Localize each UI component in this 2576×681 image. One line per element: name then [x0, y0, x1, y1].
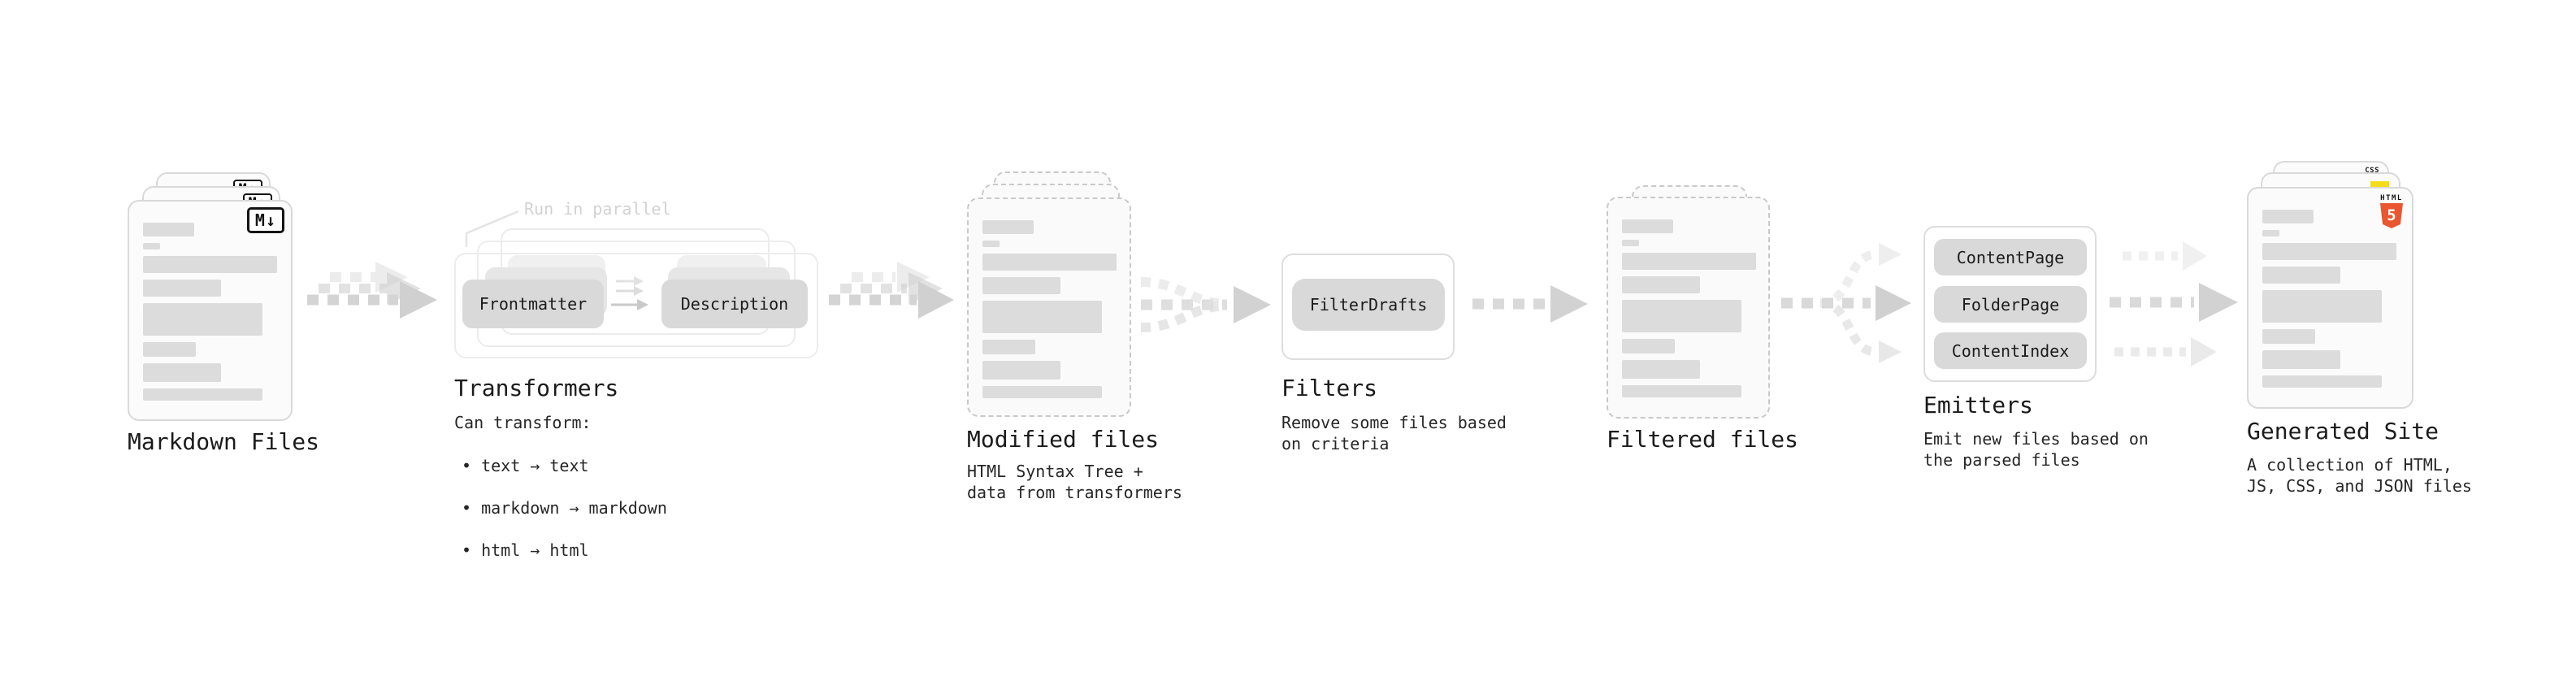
- content-line-bar: [982, 301, 1102, 333]
- content-line-bar: [1622, 385, 1741, 397]
- content-line-bar: [143, 256, 277, 273]
- generated-site-label: Generated Site: [2247, 418, 2439, 445]
- content-line-bar: [1622, 339, 1675, 354]
- file-card-front: [967, 197, 1131, 417]
- filters-panel: FilterDrafts: [1281, 254, 1455, 360]
- content-line-bar: [143, 342, 196, 357]
- emitters-panel: ContentPage FolderPage ContentIndex: [1923, 226, 2097, 382]
- arrow-markdown-to-transformers: [307, 262, 437, 319]
- content-line-bar: [143, 388, 262, 401]
- filters-subtext: Remove some files based on criteria: [1281, 413, 1507, 453]
- content-line-bar: [143, 223, 194, 236]
- transformers-subtitle: Can transform:: [454, 413, 592, 432]
- content-line-bar: [2262, 267, 2340, 284]
- document-content-bars: [143, 223, 277, 407]
- content-line-bar: [1622, 276, 1700, 293]
- modified-files-subtext: HTML Syntax Tree + data from transformer…: [967, 462, 1182, 502]
- content-line-bar: [2262, 290, 2382, 323]
- file-card-front: HTML 5: [2247, 187, 2413, 409]
- arrow-modified-to-filters-merge: [1140, 277, 1271, 332]
- file-card-front: M↓: [128, 200, 293, 421]
- arrow-filters-to-filtered: [1472, 285, 1588, 323]
- content-line-bar: [982, 361, 1060, 380]
- html5-icon: HTML 5: [2379, 194, 2405, 228]
- document-content-bars: [2262, 210, 2396, 394]
- transformers-label: Transformers: [454, 375, 619, 401]
- contentindex-pill: ContentIndex: [1934, 332, 2087, 369]
- content-line-bar: [2262, 210, 2314, 223]
- bullet-item: • text → text: [462, 456, 589, 475]
- run-in-parallel-note: Run in parallel: [524, 199, 671, 219]
- content-line-bar: [2262, 375, 2382, 388]
- content-line-bar: [143, 363, 221, 382]
- content-line-bar: [1622, 240, 1639, 246]
- content-line-bar: [1622, 300, 1741, 332]
- folderpage-pill: FolderPage: [1934, 286, 2087, 323]
- content-line-bar: [143, 280, 221, 297]
- html-word: HTML: [2380, 194, 2403, 202]
- content-line-bar: [982, 241, 1000, 247]
- content-line-bar: [1622, 253, 1756, 270]
- contentpage-pill: ContentPage: [1934, 239, 2087, 275]
- markdown-files-label: Markdown Files: [128, 428, 320, 455]
- arrow-emitters-to-generated: [2110, 241, 2238, 367]
- html5-shield: 5: [2380, 203, 2403, 228]
- content-line-bar: [143, 243, 160, 249]
- content-line-bar: [982, 220, 1034, 234]
- css-word: CSS: [2365, 167, 2379, 175]
- content-line-bar: [143, 303, 262, 336]
- content-line-bar: [1622, 219, 1673, 233]
- content-line-bar: [2262, 243, 2396, 260]
- transformer-container-front: [454, 253, 818, 358]
- arrow-filtered-to-emitters-split: [1781, 243, 1911, 363]
- markdown-icon: M↓: [246, 207, 284, 233]
- content-line-bar: [2262, 350, 2340, 369]
- filterdrafts-pill: FilterDrafts: [1292, 279, 1445, 331]
- description-pill: Description: [661, 280, 808, 328]
- emitters-subtext: Emit new files based on the parsed files: [1923, 429, 2149, 470]
- content-line-bar: [2262, 329, 2315, 344]
- document-content-bars: [982, 220, 1117, 405]
- modified-files-label: Modified files: [967, 426, 1160, 453]
- filtered-files-label: Filtered files: [1607, 426, 1799, 453]
- arrow-transformers-to-modified: [829, 262, 954, 319]
- content-line-bar: [982, 386, 1102, 398]
- generated-site-subtext: A collection of HTML, JS, CSS, and JSON …: [2247, 455, 2472, 496]
- document-content-bars: [1622, 219, 1756, 404]
- frontmatter-pill: Frontmatter: [462, 280, 604, 328]
- filters-label: Filters: [1281, 375, 1378, 401]
- content-line-bar: [982, 340, 1035, 354]
- content-line-bar: [982, 254, 1117, 271]
- content-line-bar: [982, 277, 1060, 294]
- content-line-bar: [1622, 360, 1700, 379]
- bullet-item: • html → html: [462, 540, 589, 560]
- emitters-label: Emitters: [1923, 392, 2033, 419]
- content-line-bar: [2262, 230, 2279, 236]
- file-card-front: [1607, 197, 1770, 419]
- transformers-bullet-list: • text → text • markdown → markdown • ht…: [462, 434, 667, 582]
- bullet-item: • markdown → markdown: [462, 498, 667, 518]
